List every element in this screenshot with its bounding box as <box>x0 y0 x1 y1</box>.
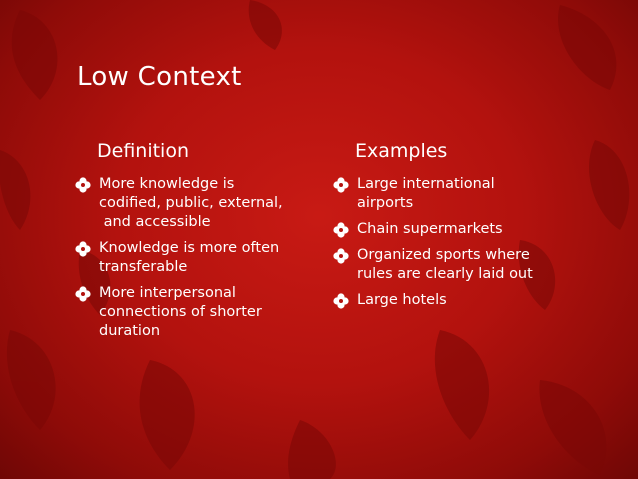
leaf-icon <box>589 140 630 230</box>
list-item-text: Chain supermarkets <box>357 221 503 237</box>
examples-list: Large international airports Chain super… <box>333 175 568 317</box>
list-item: Organized sports where rules are clearly… <box>333 246 568 284</box>
quatrefoil-bullet-icon <box>333 248 349 264</box>
quatrefoil-bullet-icon <box>333 177 349 193</box>
examples-heading: Examples <box>355 140 448 162</box>
quatrefoil-bullet-icon <box>75 177 91 193</box>
leaf-icon <box>539 380 607 475</box>
list-item-text: More interpersonal connections of shorte… <box>99 285 262 339</box>
definition-list: More knowledge is codified, public, exte… <box>75 175 300 348</box>
leaf-icon <box>434 330 490 440</box>
list-item-text: Large hotels <box>357 292 447 308</box>
slide-title: Low Context <box>77 62 242 92</box>
quatrefoil-bullet-icon <box>75 241 91 257</box>
list-item: More interpersonal connections of shorte… <box>75 284 300 341</box>
list-item-text: Large international airports <box>357 176 495 211</box>
list-item-text: Organized sports where rules are clearly… <box>357 247 533 282</box>
list-item: Chain supermarkets <box>333 220 568 239</box>
leaf-icon <box>139 360 195 470</box>
leaf-icon <box>518 240 556 310</box>
list-item: Large hotels <box>333 291 568 310</box>
list-item-text: More knowledge is codified, public, exte… <box>99 176 283 230</box>
leaf-icon <box>248 0 282 50</box>
leaf-icon <box>0 150 31 230</box>
list-item: More knowledge is codified, public, exte… <box>75 175 300 232</box>
leaf-icon <box>78 250 111 315</box>
quatrefoil-bullet-icon <box>333 222 349 238</box>
list-item-text: Knowledge is more often transferable <box>99 240 280 275</box>
leaf-icon <box>558 5 617 90</box>
definition-heading: Definition <box>97 140 190 162</box>
leaf-icon <box>288 420 336 479</box>
leaf-icon <box>6 330 56 430</box>
leaf-icon <box>11 10 58 100</box>
quatrefoil-bullet-icon <box>75 286 91 302</box>
quatrefoil-bullet-icon <box>333 293 349 309</box>
list-item: Large international airports <box>333 175 568 213</box>
list-item: Knowledge is more often transferable <box>75 239 300 277</box>
